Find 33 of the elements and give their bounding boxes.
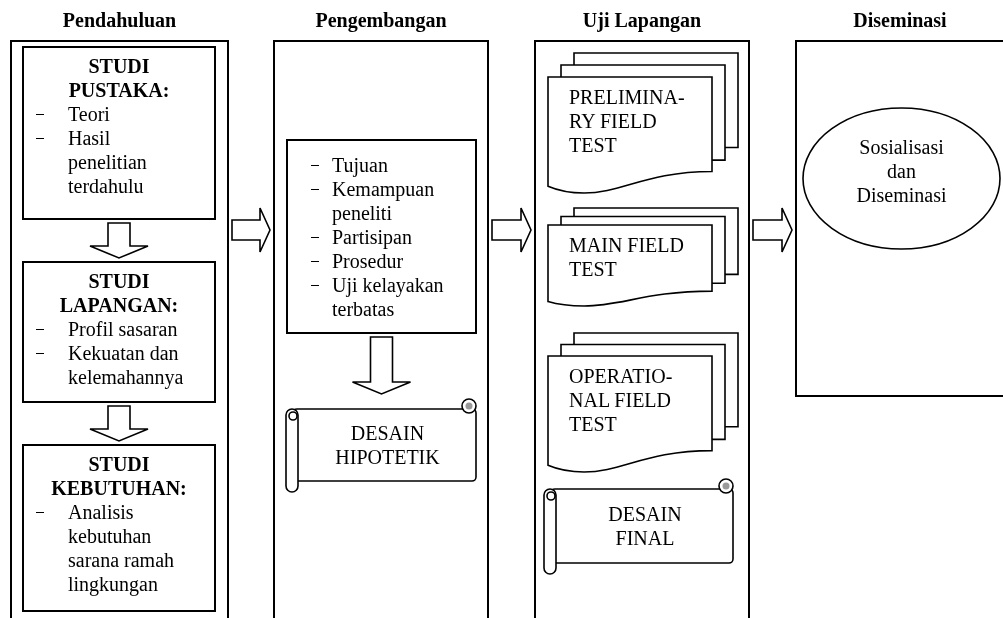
- list-item: Teori: [68, 102, 111, 126]
- stage-heading: Pengembangan: [314, 8, 448, 32]
- list-item: Profil sasaran: [68, 317, 179, 341]
- list-item: Hasil penelitian terdahulu: [68, 126, 148, 198]
- box-heading: STUDI LAPANGAN:: [58, 269, 180, 317]
- process-box: [22, 444, 216, 612]
- block-arrow: [89, 405, 149, 442]
- block-arrow: [231, 207, 271, 253]
- document-text: OPERATIO-NAL FIELD TEST: [569, 364, 674, 436]
- list-item: Analisis kebutuhan sarana ramah lingkungan: [68, 500, 176, 596]
- process-box: [286, 139, 477, 334]
- list-item: Partisipan: [332, 225, 413, 249]
- list-item: Tujuan: [332, 153, 389, 177]
- list-item: Kemampuan peneliti: [332, 177, 436, 225]
- banner-text: DESAIN HIPOTETIK: [334, 421, 441, 469]
- document-text: PRELIMINA-RY FIELD TEST: [569, 85, 686, 157]
- block-arrow: [752, 207, 793, 253]
- block-arrow: [351, 336, 412, 395]
- stage-heading: Uji Lapangan: [581, 8, 703, 32]
- stage-heading: Pendahuluan: [61, 8, 178, 32]
- list-item: Uji kelayakan terbatas: [332, 273, 445, 321]
- stage-heading: Diseminasi: [852, 8, 948, 32]
- block-arrow: [89, 222, 149, 259]
- list-item: Kekuatan dan kelemahannya: [68, 341, 185, 389]
- list-item: Prosedur: [332, 249, 405, 273]
- box-heading: STUDI KEBUTUHAN:: [50, 452, 188, 500]
- ellipse-text: Sosialisasi dan Diseminasi: [855, 134, 948, 207]
- process-box: [22, 261, 216, 403]
- box-heading: STUDI PUSTAKA:: [67, 54, 171, 102]
- document-text: MAIN FIELD TEST: [569, 233, 685, 281]
- block-arrow: [491, 207, 532, 253]
- process-box: [22, 46, 216, 220]
- banner-text: DESAIN FINAL: [607, 502, 683, 550]
